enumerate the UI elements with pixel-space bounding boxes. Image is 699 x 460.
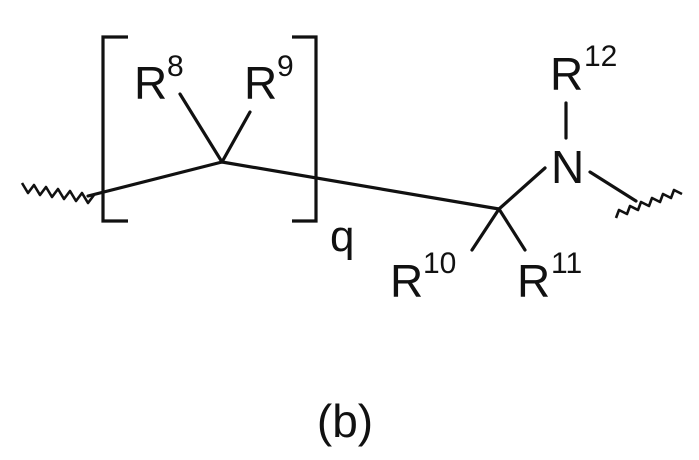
bond-c-to-nitrogen [499, 168, 545, 209]
bond-c-to-r10 [472, 209, 499, 250]
right-bracket [292, 37, 316, 221]
r11-symbol: R [517, 255, 550, 307]
bond-nitrogen-to-right [590, 172, 636, 201]
bond-c-to-r9 [222, 112, 250, 162]
r10-label: R [390, 255, 423, 307]
r12-superscript: 12 [584, 40, 617, 73]
r9-label: R [244, 57, 277, 109]
left-attachment-wavy-bond [22, 183, 94, 203]
bond-repeat-carbon-to-c10 [222, 162, 499, 209]
r9-symbol: R [244, 57, 277, 109]
figure-caption: (b) [317, 395, 373, 447]
r8-label: R [134, 57, 167, 109]
left-bracket [103, 37, 128, 221]
bond-c-to-r8 [180, 94, 222, 162]
r12-symbol: R [550, 48, 583, 100]
r10-superscript: 10 [423, 247, 456, 280]
repeat-subscript-q: q [330, 212, 354, 261]
bond-c-to-r11 [499, 209, 525, 250]
r10-symbol: R [390, 255, 423, 307]
r12-label: R [550, 48, 583, 100]
r8-symbol: R [134, 57, 167, 109]
r11-superscript: 11 [551, 247, 582, 280]
r11-label: R [517, 255, 550, 307]
bond-left-to-repeat-carbon [88, 162, 222, 196]
r8-superscript: 8 [167, 50, 184, 83]
nitrogen-label: N [551, 141, 584, 193]
r9-superscript: 9 [277, 50, 294, 83]
